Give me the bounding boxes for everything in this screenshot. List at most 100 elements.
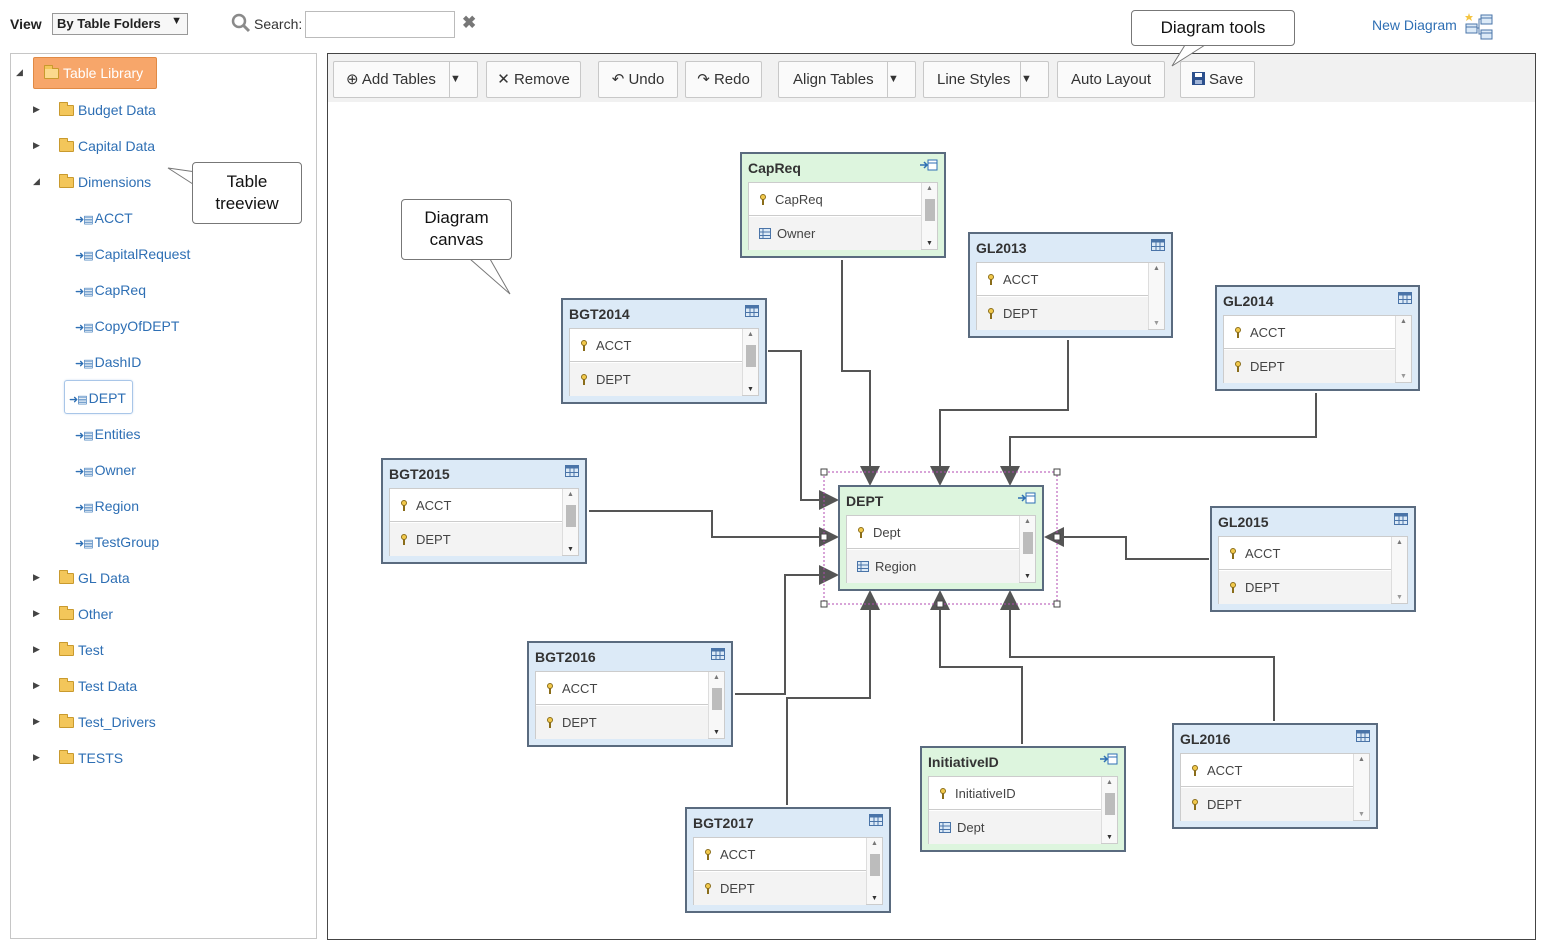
tree-table-dashid[interactable]: ➜▤DashID	[75, 350, 141, 374]
tree-folder-gl-data[interactable]: GL Data	[59, 566, 130, 590]
field-list: ACCT DEPT ▲▼	[535, 671, 725, 739]
field-row[interactable]: Dept	[929, 811, 1101, 844]
field-row[interactable]: Dept	[847, 516, 1019, 549]
tree-table-region[interactable]: ➜▤Region	[75, 494, 139, 518]
diagram-toolbar: ⊕ Add Tables ▼ ✕ Remove ↶ Undo ↷ Redo Al…	[328, 54, 1535, 102]
save-button[interactable]: Save	[1180, 61, 1255, 98]
search-input[interactable]	[305, 11, 455, 38]
table-label: Owner	[94, 462, 136, 478]
new-diagram-link[interactable]: New Diagram	[1372, 17, 1457, 33]
table-card-bgt2015[interactable]: BGT2015 ACCT DEPT ▲▼	[381, 458, 587, 564]
field-row[interactable]: DEPT	[694, 872, 866, 905]
tree-folder-tests[interactable]: TESTS	[59, 746, 123, 770]
field-row[interactable]: ACCT	[694, 838, 866, 871]
expand-toggle-icon[interactable]: ▶	[33, 608, 40, 618]
table-card-gl2015[interactable]: GL2015 ACCT DEPT ▲▼	[1210, 506, 1416, 612]
field-scrollbar[interactable]: ▲▼	[1019, 516, 1035, 582]
table-card-capreq[interactable]: CapReq CapReq Owner ▲▼	[740, 152, 946, 258]
save-icon	[1191, 71, 1205, 88]
field-row[interactable]: DEPT	[1224, 350, 1395, 383]
field-scrollbar[interactable]: ▲▼	[708, 672, 724, 738]
auto-layout-button[interactable]: Auto Layout	[1057, 61, 1165, 98]
table-card-dept[interactable]: DEPT Dept Region ▲▼	[838, 485, 1044, 591]
tree-table-capitalrequest[interactable]: ➜▤CapitalRequest	[75, 242, 190, 266]
tree-folder-other[interactable]: Other	[59, 602, 113, 626]
tree-table-capreq[interactable]: ➜▤CapReq	[75, 278, 146, 302]
tree-table-acct[interactable]: ➜▤ACCT	[75, 206, 133, 230]
field-scrollbar[interactable]: ▲▼	[742, 329, 758, 395]
redo-button[interactable]: ↷ Redo	[685, 61, 762, 98]
table-grid-icon	[1151, 238, 1165, 254]
expand-toggle-icon[interactable]: ▶	[33, 104, 40, 114]
expand-toggle-icon[interactable]: ▶	[33, 752, 40, 762]
field-scrollbar[interactable]: ▲▼	[1395, 316, 1411, 382]
field-row[interactable]: ACCT	[390, 489, 562, 522]
clear-search-icon[interactable]: ✖	[462, 13, 477, 32]
expand-toggle-icon[interactable]: ▶	[33, 572, 40, 582]
field-row[interactable]: DEPT	[570, 363, 742, 396]
collapse-toggle-icon[interactable]: ◢	[33, 176, 40, 186]
field-row[interactable]: ACCT	[977, 263, 1148, 296]
tree-table-owner[interactable]: ➜▤Owner	[75, 458, 136, 482]
expand-toggle-icon[interactable]: ▶	[33, 680, 40, 690]
field-scrollbar[interactable]: ▲▼	[1101, 777, 1117, 843]
field-scrollbar[interactable]: ▲▼	[866, 838, 882, 904]
table-label: DEPT	[88, 390, 126, 406]
field-row[interactable]: Owner	[749, 217, 921, 250]
field-row[interactable]: ACCT	[1224, 316, 1395, 349]
field-row[interactable]: ACCT	[1219, 537, 1391, 570]
field-row[interactable]: DEPT	[1219, 571, 1391, 604]
line-styles-dropdown-icon[interactable]: ▼	[1020, 62, 1048, 97]
table-card-bgt2016[interactable]: BGT2016 ACCT DEPT ▲▼	[527, 641, 733, 747]
tree-folder-test[interactable]: Test	[59, 638, 104, 662]
add-tables-dropdown-icon[interactable]: ▼	[449, 62, 477, 97]
line-styles-button[interactable]: Line Styles ▼	[923, 61, 1049, 98]
tree-folder-test-data[interactable]: Test Data	[59, 674, 137, 698]
remove-button[interactable]: ✕ Remove	[486, 61, 581, 98]
expand-toggle-icon[interactable]: ▶	[33, 644, 40, 654]
field-scrollbar[interactable]: ▲▼	[921, 183, 937, 249]
field-row[interactable]: ACCT	[1181, 754, 1353, 787]
new-diagram-icon[interactable]	[1463, 12, 1495, 45]
collapse-toggle-icon[interactable]: ◢	[16, 67, 23, 77]
field-row[interactable]: Region	[847, 550, 1019, 583]
view-select[interactable]: By Table Folders ▼	[52, 13, 188, 35]
tree-folder-test-drivers[interactable]: Test_Drivers	[59, 710, 156, 734]
expand-toggle-icon[interactable]: ▶	[33, 716, 40, 726]
align-tables-dropdown-icon[interactable]: ▼	[887, 62, 915, 97]
align-tables-button[interactable]: Align Tables ▼	[778, 61, 916, 98]
tree-table-testgroup[interactable]: ➜▤TestGroup	[75, 530, 159, 554]
add-tables-button[interactable]: ⊕ Add Tables ▼	[333, 61, 478, 98]
table-card-initiativeid[interactable]: InitiativeID InitiativeID Dept ▲▼	[920, 746, 1126, 852]
field-scrollbar[interactable]: ▲▼	[1353, 754, 1369, 820]
field-row[interactable]: ACCT	[570, 329, 742, 362]
field-row[interactable]: DEPT	[536, 706, 708, 739]
align-tables-label: Align Tables	[793, 71, 874, 88]
tree-table-entities[interactable]: ➜▤Entities	[75, 422, 141, 446]
tree-folder-budget-data[interactable]: Budget Data	[59, 98, 156, 122]
field-row[interactable]: DEPT	[1181, 788, 1353, 821]
field-row[interactable]: DEPT	[390, 523, 562, 556]
table-card-gl2016[interactable]: GL2016 ACCT DEPT ▲▼	[1172, 723, 1378, 829]
field-row[interactable]: CapReq	[749, 183, 921, 216]
field-row[interactable]: DEPT	[977, 297, 1148, 330]
tree-folder-dimensions[interactable]: Dimensions	[59, 170, 151, 194]
field-scrollbar[interactable]: ▲▼	[1148, 263, 1164, 329]
field-row[interactable]: ACCT	[536, 672, 708, 705]
tree-table-copyofdept[interactable]: ➜▤CopyOfDEPT	[75, 314, 179, 338]
table-card-bgt2017[interactable]: BGT2017 ACCT DEPT ▲▼	[685, 807, 891, 913]
table-grid-icon	[1356, 729, 1370, 745]
field-list: ACCT DEPT ▲▼	[1223, 315, 1412, 383]
undo-button[interactable]: ↶ Undo	[598, 61, 678, 98]
table-card-bgt2014[interactable]: BGT2014 ACCT DEPT ▲▼	[561, 298, 767, 404]
table-label: CopyOfDEPT	[94, 318, 180, 334]
field-scrollbar[interactable]: ▲▼	[1391, 537, 1407, 603]
table-library-root[interactable]: Table Library	[33, 57, 157, 89]
expand-toggle-icon[interactable]: ▶	[33, 140, 40, 150]
field-row[interactable]: InitiativeID	[929, 777, 1101, 810]
field-scrollbar[interactable]: ▲▼	[562, 489, 578, 555]
table-card-gl2014[interactable]: GL2014 ACCT DEPT ▲▼	[1215, 285, 1420, 391]
tree-table-dept[interactable]: ➜▤DEPT	[64, 380, 133, 414]
tree-folder-capital-data[interactable]: Capital Data	[59, 134, 155, 158]
table-card-gl2013[interactable]: GL2013 ACCT DEPT ▲▼	[968, 232, 1173, 338]
